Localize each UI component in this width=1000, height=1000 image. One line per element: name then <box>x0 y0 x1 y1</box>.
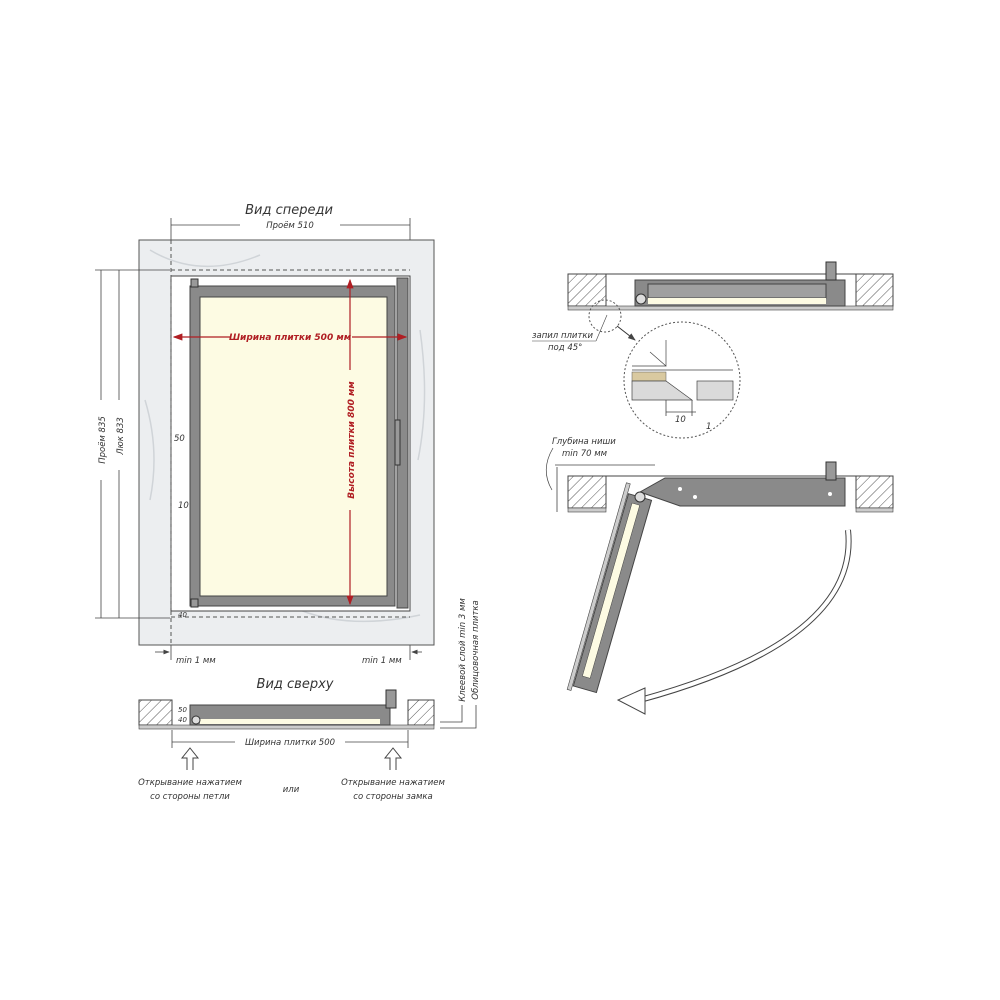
front-view-title: Вид спереди <box>245 203 333 218</box>
lock-icon <box>385 689 397 709</box>
tile-cut-line2: под 45° <box>548 343 582 353</box>
detail-callout-circle <box>588 299 622 333</box>
or-label: или <box>283 785 300 795</box>
leader-line <box>595 314 608 342</box>
lock-icon <box>825 461 837 481</box>
tile-section <box>200 719 380 724</box>
press-arrow-up-icon <box>180 747 200 770</box>
facing-tile-label: Облицовочная плитка <box>471 600 481 700</box>
tile-layer <box>567 507 607 513</box>
tile-height-label: Высота плитки 800 мм <box>347 381 357 499</box>
opening-width-label: Проём 510 <box>266 221 314 231</box>
rivet <box>693 495 697 499</box>
wall-section-left <box>567 475 607 509</box>
rotation-arrow-inner <box>639 529 851 702</box>
niche-depth-line2: min 70 мм <box>562 449 608 459</box>
opening-height-label: Проём 835 <box>98 416 108 464</box>
open-lock-line2: со стороны замка <box>353 792 432 802</box>
closed-section: запил плитки под 45° 10 1 <box>532 261 894 439</box>
top-view: Вид сверху 50 40 Ширина плитки 500 Откры… <box>138 677 445 802</box>
tile-cut-line1: запил плитки <box>532 331 594 341</box>
hinge-bottom <box>190 598 199 608</box>
adjacent-tile-detail <box>696 380 734 401</box>
hinge-top <box>190 278 199 288</box>
dim-50-label: 50 <box>178 706 187 714</box>
wall-section-right <box>855 475 894 509</box>
gap-right-label: min 1 мм <box>362 656 402 666</box>
open-hinge-line1: Открывание нажатием <box>138 778 242 788</box>
leader-lines <box>440 705 477 729</box>
rivet <box>828 492 832 496</box>
wall-section-left <box>567 273 607 307</box>
dim-10-label: 10 <box>178 501 189 511</box>
open-lock-line1: Открывание нажатием <box>341 778 445 788</box>
tile-width-label: Ширина плитки 500 мм <box>229 333 352 343</box>
detail-dim-1: 1 <box>706 422 711 432</box>
hatch-height-label: Люк 833 <box>116 417 126 456</box>
hinge-icon <box>634 491 646 503</box>
tile-section <box>648 298 826 304</box>
door-facing-tile <box>566 482 631 691</box>
detail-arrow <box>616 325 636 341</box>
tile-layer <box>138 724 435 730</box>
press-arrow-up-icon <box>383 747 403 770</box>
open-hinge-line2: со стороны петли <box>150 792 230 802</box>
open-hatch-door <box>566 482 653 694</box>
tile-width-label: Ширина плитки 500 <box>245 738 335 748</box>
rivet <box>678 487 682 491</box>
top-view-title: Вид сверху <box>257 677 334 692</box>
hinge-icon <box>635 293 647 305</box>
adhesive-layer-label: Клеевой слой min 3 мм <box>458 598 468 702</box>
niche-depth-line1: Глубина ниши <box>552 437 616 447</box>
open-section: Глубина ниши min 70 мм <box>545 437 894 715</box>
hinge-icon <box>191 715 201 725</box>
detail-dim-10: 10 <box>675 415 686 425</box>
detail-lines <box>632 340 733 371</box>
rotation-arrow-head-icon <box>616 687 646 715</box>
dim-40-label: 40 <box>178 716 187 724</box>
tile-face <box>199 296 388 597</box>
wall-section-left <box>138 699 173 726</box>
leader-line <box>545 447 554 491</box>
lock-icon <box>394 419 401 466</box>
door-tile-face <box>582 502 641 679</box>
lock-icon <box>825 261 837 281</box>
dim-40-label: 40 <box>178 611 187 619</box>
frame-profile <box>647 283 827 299</box>
adhesive-detail <box>631 371 667 382</box>
front-view: Вид спереди Проём 510 Ширина плитки 500 … <box>95 203 435 666</box>
gap-left-label: min 1 мм <box>176 656 216 666</box>
wall-section-right <box>855 273 894 307</box>
dim-50-label: 50 <box>174 434 185 444</box>
marble-veins <box>144 249 426 623</box>
detail-zoom-circle <box>623 321 741 439</box>
wall-section-right <box>407 699 435 726</box>
tile-layer <box>567 305 894 311</box>
tile-layer <box>855 507 894 513</box>
hinge-arm <box>638 477 846 507</box>
